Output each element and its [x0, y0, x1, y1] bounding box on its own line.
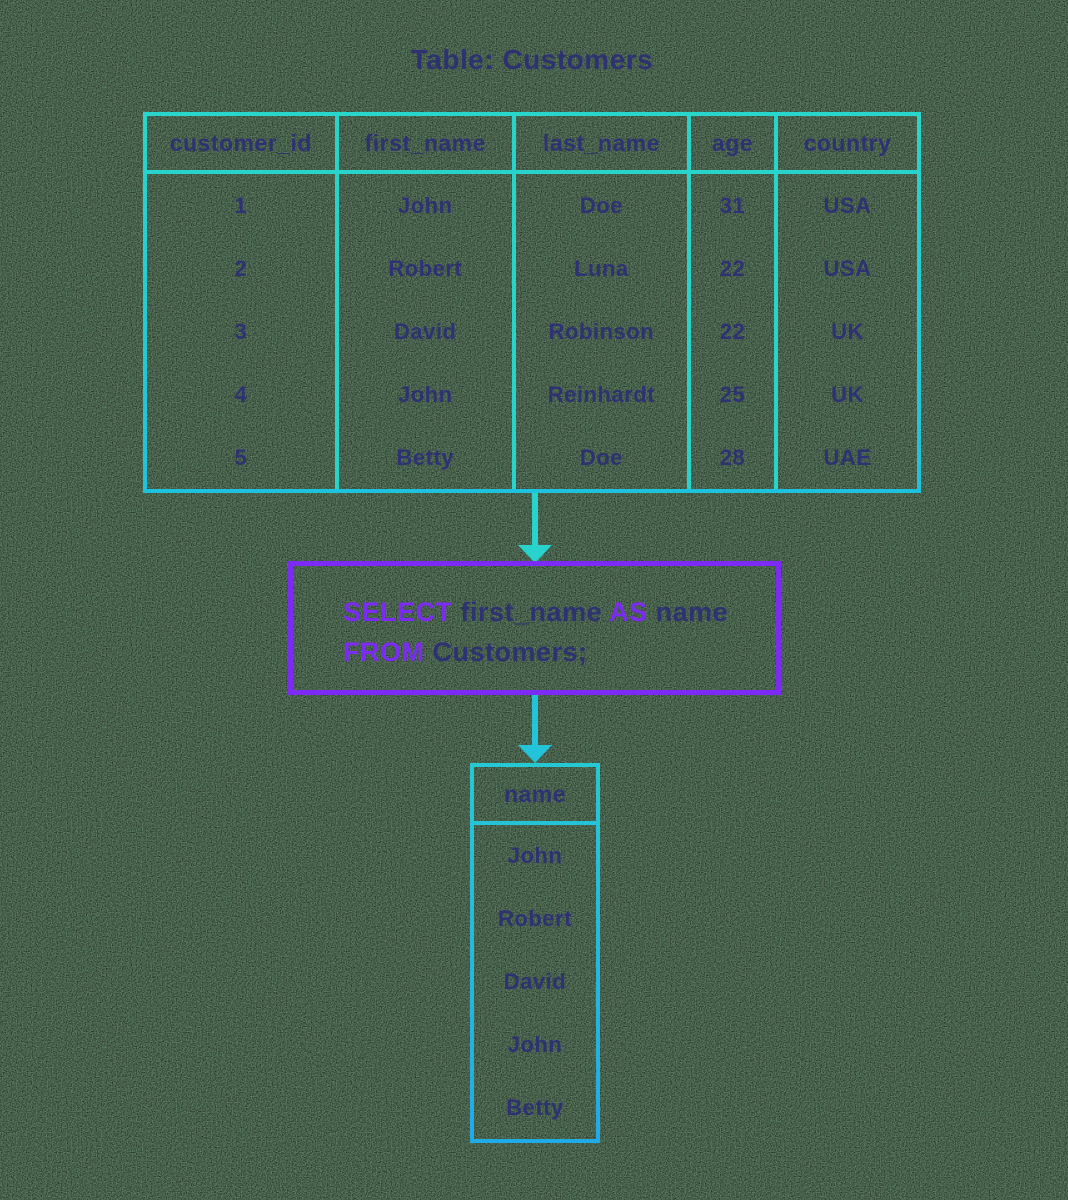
sql-keyword-as: AS: [609, 597, 648, 627]
sql-query-line-2: FROM Customers;: [343, 632, 766, 672]
sql-table-name: Customers;: [432, 637, 588, 667]
arrow-shaft: [532, 493, 538, 547]
table-cell: 4: [234, 381, 248, 407]
column-header: country: [777, 116, 917, 174]
table-cell: Doe: [579, 192, 623, 218]
column-header: age: [690, 116, 774, 174]
column-first-name: first_name John Robert David John Betty: [338, 116, 516, 489]
table-cell: 2: [234, 255, 248, 281]
table-cell: UK: [831, 381, 864, 407]
arrow-head: [518, 745, 552, 763]
table-cell: John: [397, 192, 453, 218]
table-cell: 31: [719, 192, 746, 218]
table-cell: USA: [823, 255, 872, 281]
column-customer-id: customer_id 1 2 3 4 5: [147, 116, 339, 489]
sql-query-line-1: SELECT first_name AS name: [343, 592, 766, 632]
table-cell: 5: [234, 444, 248, 470]
table-cell: 28: [719, 444, 746, 470]
table-cell: Robert: [388, 255, 463, 281]
result-column-header: name: [474, 767, 596, 825]
table-cell: UAE: [823, 444, 872, 470]
table-cell: Robinson: [548, 318, 655, 344]
sql-alias-name: name: [655, 597, 729, 627]
arrow-down-icon: [518, 493, 552, 563]
sql-query-box: SELECT first_name AS name FROM Customers…: [288, 561, 781, 695]
column-header: first_name: [338, 116, 512, 174]
column-header: last_name: [515, 116, 687, 174]
table-cell: 1: [234, 192, 248, 218]
sql-keyword-select: SELECT: [343, 597, 453, 627]
sql-keyword-from: FROM: [343, 637, 425, 667]
result-cell: Robert: [498, 906, 572, 932]
customers-table: customer_id 1 2 3 4 5 first_name John Ro…: [143, 112, 921, 493]
column-header: customer_id: [147, 116, 335, 174]
table-cell: 22: [719, 255, 746, 281]
result-cell: David: [503, 968, 567, 994]
column-last-name: last_name Doe Luna Robinson Reinhardt Do…: [515, 116, 691, 489]
table-cell: USA: [823, 192, 872, 218]
table-cell: Luna: [574, 255, 629, 281]
arrow-shaft: [532, 695, 538, 747]
table-cell: 22: [719, 318, 746, 344]
diagram-title: Table: Customers: [410, 44, 654, 75]
arrow-down-icon: [518, 695, 552, 763]
table-cell: UK: [831, 318, 864, 344]
table-cell: David: [394, 318, 457, 344]
result-cell: John: [507, 843, 563, 869]
result-cell: Betty: [506, 1094, 564, 1120]
result-cell: John: [507, 1031, 563, 1057]
table-cell: Reinhardt: [547, 381, 655, 407]
sql-column-name: first_name: [460, 597, 603, 627]
column-age: age 31 22 22 25 28: [690, 116, 778, 489]
table-cell: 25: [719, 381, 746, 407]
column-country: country USA USA UK UK UAE: [777, 116, 917, 489]
table-cell: Betty: [396, 444, 455, 470]
table-cell: 3: [234, 318, 248, 344]
table-cell: John: [397, 381, 453, 407]
result-table: name John Robert David John Betty: [470, 763, 600, 1143]
table-cell: Doe: [579, 444, 623, 470]
